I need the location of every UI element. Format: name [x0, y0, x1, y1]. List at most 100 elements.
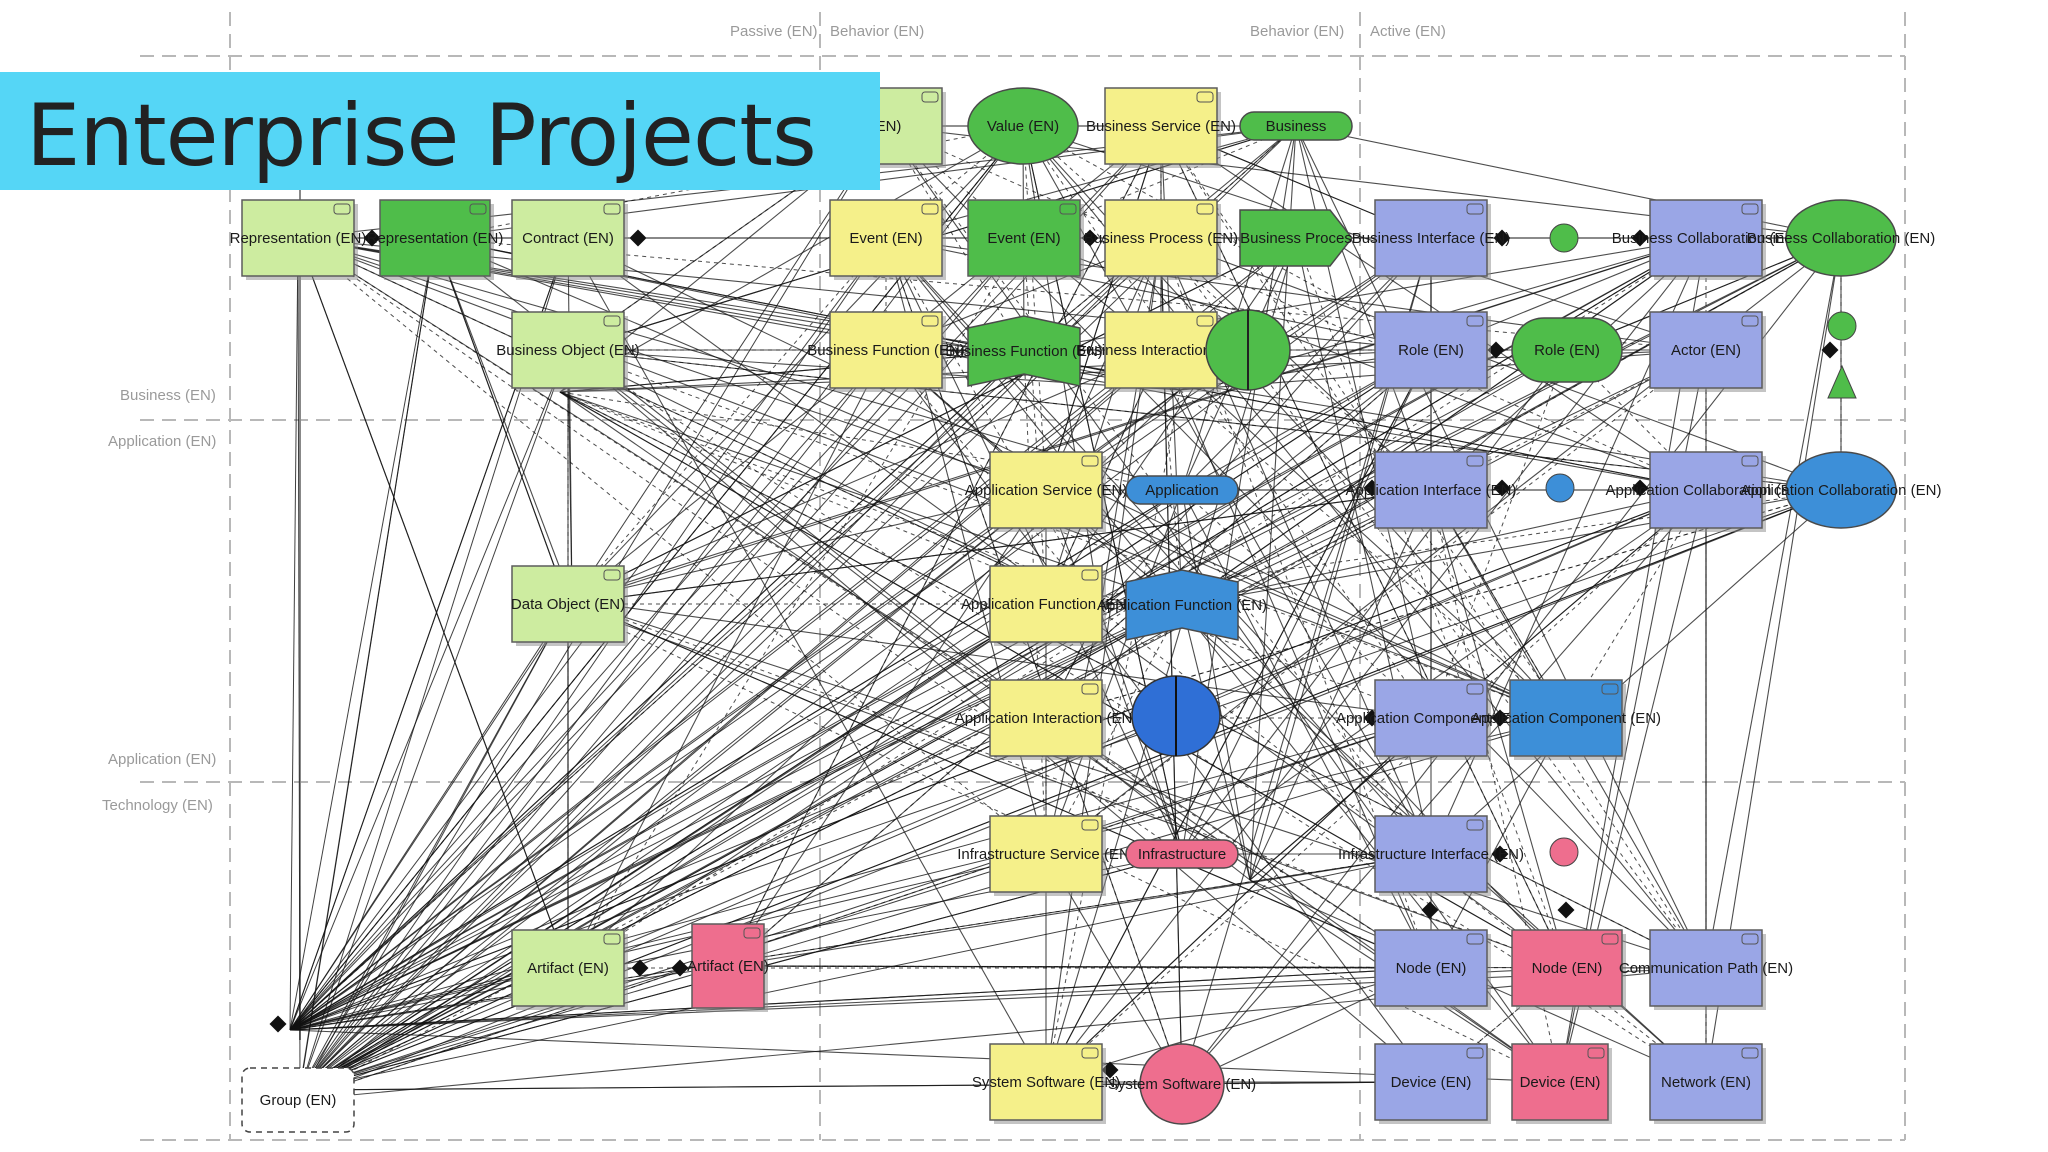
diagram-element[interactable]: Application Component (EN): [1336, 679, 1526, 760]
diagram-element[interactable]: Business Object (EN): [496, 311, 640, 392]
diagram-element[interactable]: Artifact (EN): [687, 923, 769, 1012]
diagram-element[interactable]: Value (EN): [967, 87, 1079, 165]
element-type-icon: [1196, 91, 1214, 103]
diagram-element[interactable]: Representation (EN): [230, 199, 367, 280]
diagram-element[interactable]: Business Collaboration (EN): [1612, 199, 1800, 280]
relationship-line: [299, 489, 1047, 1091]
element-type-icon: [743, 927, 761, 939]
diagram-element[interactable]: Artifact (EN): [511, 929, 628, 1010]
relationship-line: [727, 349, 1432, 967]
junction-marker: [671, 959, 689, 977]
diagram-element[interactable]: Application Interaction (EN): [955, 679, 1138, 760]
diagram-element[interactable]: Contract (EN): [511, 199, 628, 280]
element-label: Artifact (EN): [527, 960, 609, 977]
diagram-element[interactable]: Application: [1125, 475, 1239, 505]
junction-marker: [631, 959, 649, 977]
relationship-line: [1045, 349, 1432, 1083]
diagram-element[interactable]: Application Collaboration (EN): [1606, 451, 1807, 532]
element-label: Business Collaboration (EN): [1747, 230, 1935, 247]
relationship-line: [1295, 125, 1432, 491]
diagram-element[interactable]: Business Proces: [1239, 209, 1353, 267]
element-label: Role (EN): [1534, 342, 1600, 359]
diagram-element[interactable]: Business Process (EN): [1084, 199, 1238, 280]
relationship-line: [297, 489, 1047, 1101]
diagram-element[interactable]: Representation (EN): [367, 199, 504, 280]
relationship-line: [289, 603, 1047, 1031]
relationship-line: [559, 391, 1432, 719]
column-label: Active (EN): [1370, 23, 1446, 40]
diagram-element[interactable]: Device (EN): [1511, 1043, 1612, 1124]
diagram-element[interactable]: Business Function (EN): [807, 311, 965, 392]
diagram-element[interactable]: System Software (EN): [1108, 1043, 1256, 1125]
diagram-element[interactable]: Group (EN): [241, 1067, 355, 1133]
diagram-element[interactable]: Application Component (EN): [1471, 679, 1661, 760]
diagram-element[interactable]: Data Object (EN): [511, 565, 628, 646]
relationship-line: [299, 853, 1047, 1091]
diagram-element[interactable]: Role (EN): [1374, 311, 1491, 392]
diagram-element[interactable]: Role (EN): [1511, 317, 1623, 383]
column-label: Behavior (EN): [1250, 23, 1344, 40]
actor-body-icon: [1827, 364, 1857, 399]
relationship-line: [571, 489, 1047, 601]
diagram-element[interactable]: Application Service (EN): [965, 451, 1128, 532]
element-label: Business Interaction (EN): [1076, 342, 1246, 359]
element-type-icon: [603, 315, 621, 327]
diagram-element[interactable]: Actor (EN): [1649, 311, 1766, 392]
diagram-element[interactable]: Device (EN): [1374, 1043, 1491, 1124]
element-type-icon: [1741, 933, 1759, 945]
diagram-element[interactable]: Application Interface (EN): [1346, 451, 1517, 532]
relationship-line: [289, 967, 1568, 1031]
diagram-element[interactable]: Infrastructure Service (EN): [957, 815, 1135, 896]
diagram-element[interactable]: Business Service (EN): [1086, 87, 1236, 168]
diagram-element[interactable]: Node (EN): [1374, 929, 1491, 1010]
element-label: Node (EN): [1532, 960, 1603, 977]
element-type-icon: [603, 203, 621, 215]
relationship-line: [1099, 237, 1162, 611]
element-type-icon: [921, 91, 939, 103]
diagram-element[interactable]: Business Function (EN): [945, 315, 1103, 387]
title-banner: Enterprise Projects: [0, 72, 880, 190]
diagram-element[interactable]: Business Collaboration (EN): [1747, 199, 1935, 277]
element-label: Application Component (EN): [1336, 710, 1526, 727]
relationship-line: [1045, 717, 1432, 1083]
element-type-icon: [921, 315, 939, 327]
element-type-icon: [1081, 683, 1099, 695]
diagram-element[interactable]: Application Collaboration (EN): [1741, 451, 1942, 529]
infrastructure-interface-shape: [1549, 837, 1579, 867]
element-label: Business Object (EN): [496, 342, 639, 359]
column-label: Passive (EN): [730, 23, 818, 40]
relationship-line: [434, 237, 573, 601]
relationship-line: [1045, 489, 1183, 855]
relationship-line: [1430, 349, 1568, 719]
relationship-line: [567, 349, 1162, 605]
element-type-icon: [921, 203, 939, 215]
diagram-element[interactable]: Network (EN): [1649, 1043, 1766, 1124]
relationship-line: [434, 237, 569, 605]
diagram-element[interactable]: System Software (EN): [972, 1043, 1120, 1124]
relationship-line: [289, 717, 1047, 1031]
relationship-line: [1181, 489, 1707, 606]
diagram-element[interactable]: Infrastructure: [1125, 839, 1239, 869]
relationship-line: [299, 349, 1568, 1091]
diagram-element[interactable]: Business Interface (EN): [1352, 199, 1510, 280]
relationship-line: [885, 125, 1297, 239]
relationship-line: [1181, 237, 1842, 606]
element-label: Business: [1266, 118, 1327, 135]
relationship-line: [1181, 349, 1568, 855]
element-type-icon: [1466, 819, 1484, 831]
diagram-element[interactable]: Communication Path (EN): [1619, 929, 1793, 1010]
diagram-element[interactable]: Application Function (EN): [961, 565, 1131, 646]
diagram-element[interactable]: Event (EN): [967, 199, 1084, 280]
diagram-element[interactable]: Application Function (EN): [1097, 569, 1267, 641]
diagram-element[interactable]: Node (EN): [1511, 929, 1626, 1010]
element-type-icon: [1466, 683, 1484, 695]
relationship-line: [1099, 349, 1432, 611]
junction-marker: [1421, 901, 1439, 919]
relationship-line: [297, 609, 1101, 1101]
element-type-icon: [1601, 683, 1619, 695]
relationship-line: [571, 125, 1024, 601]
diagram-element[interactable]: Infrastructure Interface (EN): [1338, 815, 1524, 896]
diagram-element[interactable]: Event (EN): [829, 199, 946, 280]
diagram-element[interactable]: Business: [1239, 111, 1353, 141]
diagram-element[interactable]: Business Interaction (EN): [1076, 311, 1246, 392]
